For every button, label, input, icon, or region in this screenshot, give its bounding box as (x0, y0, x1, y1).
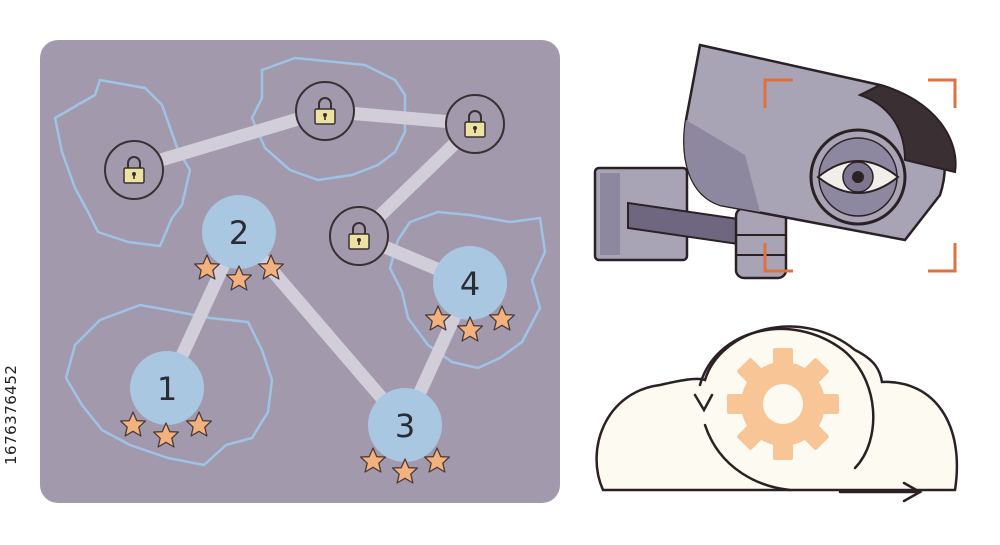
gear-icon (727, 348, 839, 460)
gear-tooth (821, 394, 839, 414)
node-label: 4 (460, 265, 480, 303)
cloud-gear-icon (595, 325, 959, 503)
focus-brackets (763, 78, 957, 273)
node-4: 4 (424, 246, 516, 342)
camera-swivel (734, 206, 788, 280)
node-circle (433, 246, 507, 320)
padlock-icon (104, 140, 164, 200)
focus-bracket (763, 243, 793, 273)
cycle-arc (698, 327, 875, 470)
region-outline (388, 210, 547, 370)
node-1: 1 (119, 351, 213, 448)
gear-tooth (727, 394, 745, 414)
padlock-icon (445, 94, 505, 154)
eye-pupil (852, 171, 864, 183)
cycle-arc (703, 423, 792, 492)
security-map-panel: 1 2 3 4 (40, 40, 560, 503)
cycle-arrowhead (693, 393, 714, 413)
gear-hole (763, 384, 803, 424)
security-camera-icon (593, 43, 957, 280)
cycle-arrowhead (902, 481, 923, 503)
gear-tooth (773, 442, 793, 460)
stock-image-id: 1676376452 (2, 364, 20, 466)
region-outline (53, 78, 192, 248)
node-circle (368, 388, 442, 462)
wall-mount-shadow (600, 173, 620, 255)
padlock-icon (295, 81, 355, 141)
cycle-arrow-icon (693, 327, 923, 503)
focus-bracket (928, 243, 957, 273)
focus-bracket (763, 78, 793, 108)
route-path (127, 104, 332, 175)
node-3: 3 (359, 388, 451, 484)
node-label: 2 (229, 214, 249, 252)
gear-tooth (773, 348, 793, 366)
camera-hood (857, 83, 957, 174)
camera-body-shadow (684, 120, 760, 212)
node-circle (202, 195, 276, 269)
padlock-icon (329, 206, 389, 266)
node-label: 1 (157, 370, 177, 408)
eye-icon (816, 160, 900, 194)
focus-bracket (928, 78, 957, 108)
node-2: 2 (193, 195, 285, 291)
node-label: 3 (395, 407, 415, 445)
node-circle (130, 351, 204, 425)
